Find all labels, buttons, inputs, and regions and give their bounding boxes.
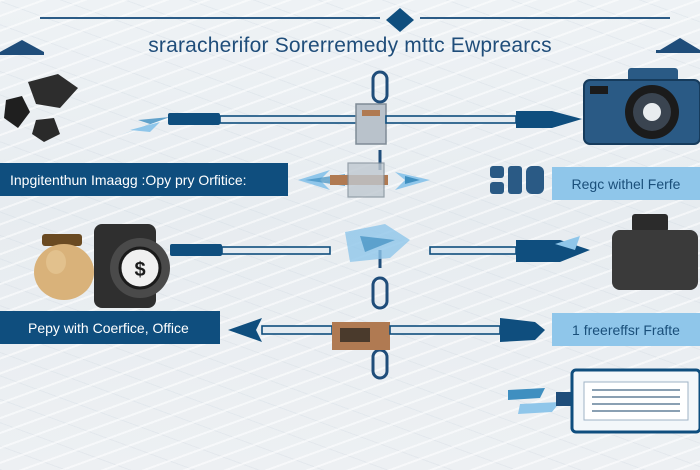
camera-case-icon: [612, 214, 698, 290]
top-rule-left: [40, 17, 380, 19]
top-rule-right: [420, 17, 670, 19]
camera-icon: [583, 68, 700, 145]
connector-arrow-2: [298, 162, 430, 198]
label-left-top-text: Inpgitenthun Imaagg :Opy pry Orfitice:: [10, 171, 247, 188]
coin-safe-icon: $: [94, 224, 170, 308]
page-title: sraracherifor Sorerremedy mttc Ewprearcs: [148, 34, 552, 57]
label-left-top: Inpgitenthun Imaagg :Opy pry Orfitice:: [0, 163, 288, 196]
bars-icon: [490, 166, 544, 194]
label-right-top: Regc withel Ferfe: [552, 167, 700, 200]
corner-ornament-left: [0, 40, 44, 55]
card-reader-icon: [508, 368, 700, 434]
label-right-bottom-text: 1 freereffsr Frafte: [572, 321, 680, 338]
corner-ornament-right: [656, 38, 700, 53]
connector-arrow-3: [170, 224, 590, 262]
connector-arrow-4: [228, 318, 545, 350]
label-left-bottom: Pepy with Coerfice, Office: [0, 311, 220, 344]
stones-icon: [4, 74, 78, 142]
connector-arrow-1: [118, 103, 582, 145]
money-bag-icon: [34, 234, 94, 300]
svg-text:$: $: [134, 259, 145, 281]
label-right-top-text: Regc withel Ferfe: [571, 175, 681, 192]
label-right-bottom: 1 freereffsr Frafte: [552, 313, 700, 346]
corner-ornament-center: [386, 8, 414, 32]
label-left-bottom-text: Pepy with Coerfice, Office: [28, 319, 189, 336]
